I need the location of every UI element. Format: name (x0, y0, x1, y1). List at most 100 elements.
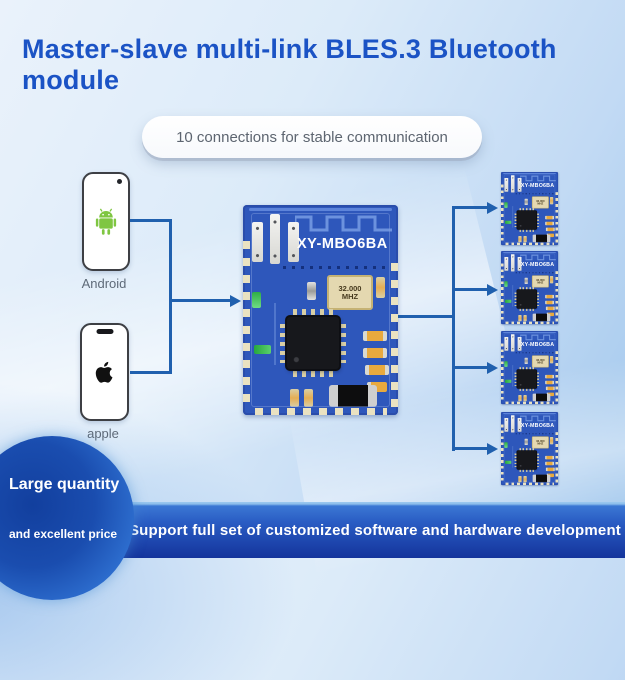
crystal-oscillator: 32.000 MHZ (531, 196, 549, 209)
pcb-trace (512, 446, 514, 468)
solder-pad (510, 254, 515, 272)
pcb-trace (274, 303, 276, 365)
arrow-to-slave2-icon (487, 283, 498, 296)
smd-resistor (546, 233, 554, 238)
castellated-edge (501, 263, 504, 322)
apple-label: apple (87, 426, 119, 441)
ic-chip (517, 210, 537, 230)
crystal-frequency: 32.000 (536, 439, 545, 443)
smd-resistor (365, 365, 389, 375)
smd-resistor (545, 380, 554, 385)
pcb-trace (503, 413, 556, 415)
chip-pins (514, 213, 518, 227)
ic-chip (287, 317, 339, 369)
slave-module-1: XY-MBO6BA 32.000 MHZ (501, 172, 625, 382)
chip-pins (536, 372, 539, 386)
connections-banner-text: 10 connections for stable communication (176, 128, 448, 146)
smd-resistor (545, 294, 554, 299)
crystal-frequency: 32.000 (338, 283, 362, 293)
crystal-oscillator: 32.000 MHZ (531, 275, 549, 288)
dynamic-island (96, 329, 113, 334)
chip-pins (519, 469, 535, 472)
crystal-frequency: 32.000 (536, 199, 545, 203)
green-led (505, 299, 512, 303)
chip-pins (536, 453, 539, 467)
smd-resistor (545, 221, 554, 226)
connector-left-vertical (169, 219, 172, 374)
castellated-edge (501, 184, 504, 243)
crystal-frequency: 32.000 (536, 278, 545, 282)
antenna-trace-icon (520, 175, 556, 182)
connector-apple-line (130, 371, 171, 374)
connector-main-line (169, 299, 231, 302)
pcb-board: XY-MBO6BA 32.000 MHZ (501, 412, 559, 486)
crystal-oscillator: 32.000 MHZ (531, 355, 549, 368)
solder-pad (288, 222, 299, 262)
green-led (504, 281, 508, 287)
solder-pad (504, 417, 509, 432)
pcb-via-row (515, 193, 555, 195)
smd-resistor (545, 374, 554, 379)
chip-pins (536, 213, 539, 227)
smd-component (524, 198, 528, 206)
antenna-trace-icon (520, 254, 556, 261)
green-led (504, 361, 508, 367)
pcb-board: XY-MBO6BA 32.000 MHZ (501, 331, 559, 405)
smd-capacitor (518, 236, 522, 243)
castellated-edge (505, 401, 554, 405)
smd-resistor (546, 392, 554, 397)
pcb-via-row (515, 352, 555, 354)
smd-capacitor (304, 389, 313, 407)
smd-resistor (545, 306, 555, 311)
connector-android-line (130, 219, 171, 222)
solder-pad (517, 256, 522, 271)
smd-capacitor (518, 395, 522, 402)
arrow-to-master-icon (230, 294, 241, 307)
chip-pins (519, 448, 535, 451)
smd-component (549, 437, 554, 445)
smd-resistor (545, 300, 554, 305)
arrow-to-slave4-icon (487, 442, 498, 455)
smd-resistor (363, 348, 387, 358)
page-title: Master-slave multi-link BLES.3 Bluetooth… (22, 34, 557, 95)
chip-pins (519, 208, 535, 211)
castellated-edge (555, 192, 559, 243)
chip-pins (514, 372, 518, 386)
chip-pins (293, 309, 333, 316)
pcb-trace (512, 365, 514, 387)
android-robot-icon (95, 208, 117, 235)
chip-pins (514, 453, 518, 467)
crystal-unit: MHZ (537, 202, 544, 206)
smd-component (307, 282, 316, 300)
smd-resistor (545, 461, 554, 466)
crystal-oscillator: 32.000 MHZ (327, 275, 373, 310)
module-name-label: XY-MBO6BA (520, 341, 555, 348)
camera-dot-icon (117, 179, 122, 184)
solder-pad (504, 256, 509, 271)
smd-inductor (532, 393, 551, 402)
smd-resistor (546, 473, 554, 478)
green-led (252, 292, 261, 308)
green-led (504, 442, 508, 448)
chip-pins (339, 324, 346, 363)
crystal-unit: MHZ (537, 361, 544, 365)
smd-inductor (532, 474, 551, 483)
pcb-trace (503, 252, 556, 254)
castellated-edge (391, 263, 398, 409)
solder-pad (504, 336, 509, 351)
smd-component (524, 438, 528, 446)
smd-resistor (545, 467, 555, 472)
footer-text: Support full set of customized software … (128, 521, 622, 539)
pcb-via-row (515, 433, 555, 435)
smd-resistor (545, 215, 554, 220)
castellated-edge (555, 432, 559, 483)
pcb-trace (503, 332, 556, 334)
ic-chip (517, 450, 537, 470)
pcb-board: XY-MBO6BA 32.000 MHZ (243, 205, 398, 415)
solder-pad (270, 214, 280, 264)
smd-capacitor (290, 389, 299, 407)
ic-chip (517, 289, 537, 309)
connector-slave1-line (453, 206, 489, 209)
module-name-label: XY-MBO6BA (297, 236, 388, 252)
pcb-via-row (515, 272, 555, 274)
